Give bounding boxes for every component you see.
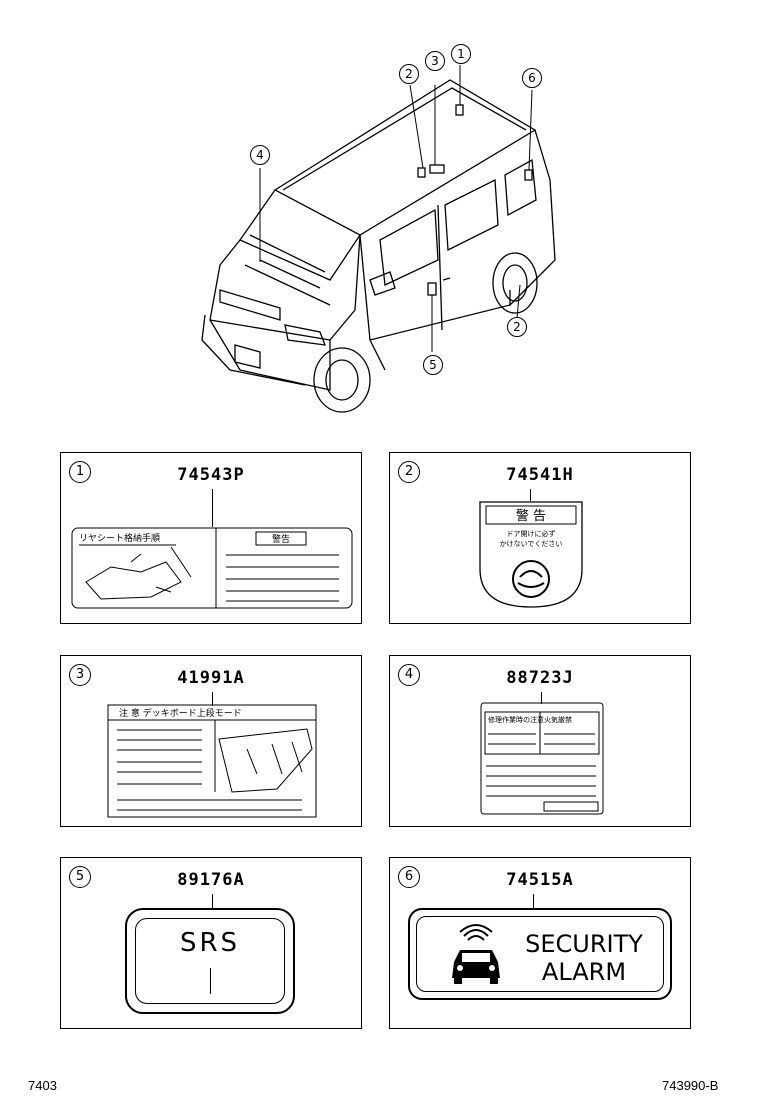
diagram-code-right: 743990-B [662, 1078, 719, 1093]
rear-seat-caution-label: リヤシート格納手順 警告 [71, 527, 353, 609]
part-number: 74543P [177, 465, 245, 485]
callout-4: 4 [250, 145, 270, 165]
vehicle-illustration [201, 65, 556, 413]
panel-index: 5 [69, 866, 91, 888]
page-code-left: 7403 [28, 1078, 57, 1093]
srs-text: SRS [179, 928, 241, 958]
deck-board-caution-label: 注 意 デッキボード上段モード [107, 704, 317, 818]
label-line-2: かけないでください [500, 540, 563, 548]
srs-label: SRS [125, 908, 295, 1014]
callout-2-top: 2 [399, 64, 419, 84]
part-number: 41991A [177, 668, 245, 688]
callout-2-wheel: 2 [507, 317, 527, 337]
label-panel-2: 2 74541H 警 告 ドア開けに必ず かけないでください [389, 452, 691, 624]
label-header-right: 警告 [272, 533, 290, 545]
security-alarm-label: SECURITY ALARM [408, 908, 672, 1000]
callout-5: 5 [423, 355, 443, 375]
alarm-text: ALARM [541, 958, 627, 986]
part-number: 74541H [506, 465, 574, 485]
label-panel-4: 4 88723J 修理作業時の注意 火気厳禁 [389, 655, 691, 827]
label-header-left: リヤシート格納手順 [79, 532, 160, 544]
part-number: 89176A [177, 870, 245, 890]
panel-index: 3 [69, 664, 91, 686]
panel-index: 6 [398, 866, 420, 888]
srs-indicator-line [210, 968, 211, 994]
part-number: 88723J [506, 668, 574, 688]
callout-1: 1 [451, 44, 471, 64]
label-panel-6: 6 74515A SECURITY ALARM [389, 857, 691, 1029]
label-panel-1: 1 74543P リヤシート格納手順 警告 [60, 452, 362, 624]
label-header-left: 修理作業時の注意 [488, 715, 544, 724]
security-text: SECURITY [525, 930, 643, 958]
label-header-right: 火気厳禁 [544, 715, 572, 724]
callout-3: 3 [425, 51, 445, 71]
security-alarm-text: SECURITY ALARM [514, 930, 654, 986]
panel-index: 1 [69, 461, 91, 483]
label-line-1: ドア開けに必ず [507, 529, 556, 538]
callout-6: 6 [522, 68, 542, 88]
label-title: 警 告 [516, 508, 546, 524]
label-panel-3: 3 41991A 注 意 デッキボード上段モード [60, 655, 362, 827]
engine-caution-label: 修理作業時の注意 火気厳禁 [480, 702, 604, 815]
part-number: 74515A [506, 870, 574, 890]
car-alarm-icon [452, 924, 500, 984]
panel-index: 2 [398, 461, 420, 483]
label-panel-5: 5 89176A SRS [60, 857, 362, 1029]
label-header: 注 意 デッキボード上段モード [119, 707, 242, 719]
panel-index: 4 [398, 664, 420, 686]
warning-shield-label: 警 告 ドア開けに必ず かけないでください [479, 501, 583, 608]
